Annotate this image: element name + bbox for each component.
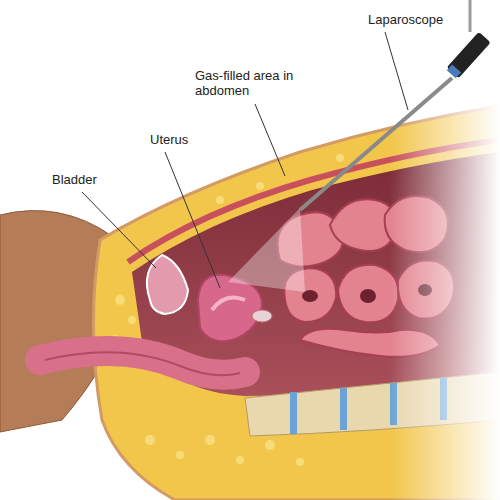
part-label: Gas-filled area in abdomen	[195, 68, 303, 98]
scope-shaft	[300, 78, 452, 210]
scope-camera	[445, 32, 490, 80]
fade-overlay	[390, 100, 500, 500]
scope-cable	[469, 0, 472, 32]
part-label: Laparoscope	[368, 12, 443, 27]
rectum	[40, 351, 245, 375]
part-label: Uterus	[150, 132, 188, 147]
ovary	[252, 310, 272, 322]
light-cone	[228, 208, 305, 292]
uterine-cavity	[212, 298, 245, 310]
bladder	[147, 255, 188, 314]
leader-lines	[82, 32, 408, 288]
rectum-lumen	[45, 352, 240, 375]
part-label: Bladder	[52, 172, 97, 187]
